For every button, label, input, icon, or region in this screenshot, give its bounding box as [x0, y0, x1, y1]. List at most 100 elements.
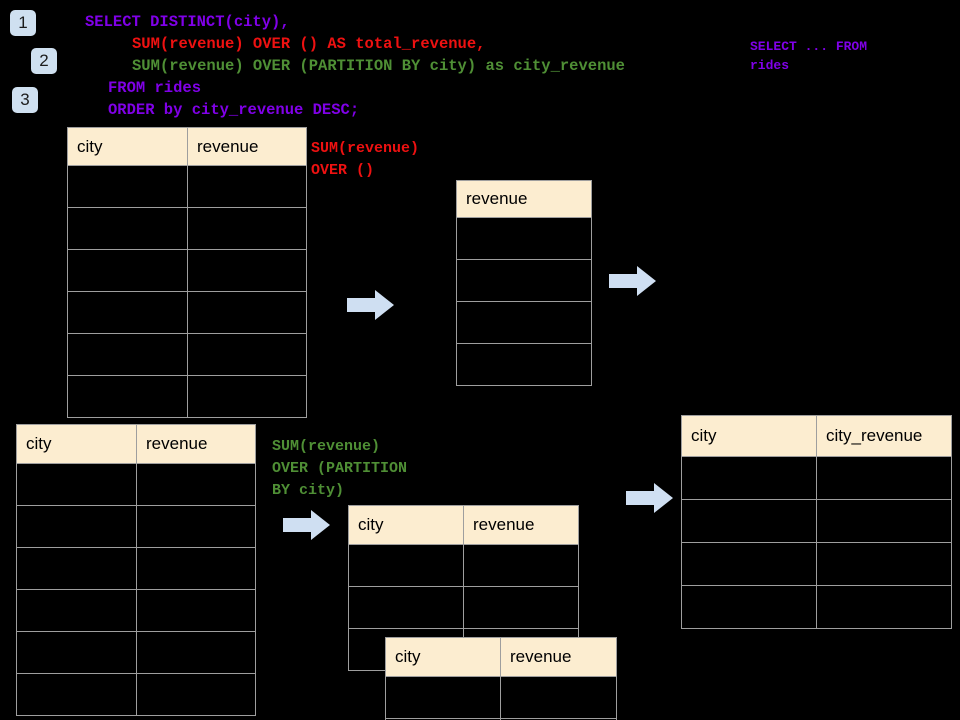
table-row [16, 505, 256, 548]
cell-revenue [187, 249, 307, 292]
cell-revenue [500, 676, 617, 719]
cell-revenue [187, 207, 307, 250]
cell-city [67, 165, 188, 208]
cell-revenue [136, 589, 256, 632]
cell-revenue [136, 673, 256, 716]
cell-revenue [500, 718, 617, 720]
table-row [681, 585, 952, 629]
table-row [16, 589, 256, 632]
table-row [67, 207, 307, 250]
column-header-city: city [67, 127, 188, 166]
column-header-revenue: revenue [136, 424, 256, 464]
arrow-rides-to-total [347, 288, 395, 322]
table-row [456, 343, 592, 386]
cell-revenue [456, 343, 592, 386]
column-header-revenue: revenue [500, 637, 617, 677]
step-badge-2: 2 [31, 48, 57, 74]
cell-revenue [187, 165, 307, 208]
table-row [348, 544, 579, 587]
sql-line-city-revenue: SUM(revenue) OVER (PARTITION BY city) as… [132, 57, 625, 75]
step-badge-1: 1 [10, 10, 36, 36]
cell-city [16, 673, 137, 716]
cell-revenue [456, 217, 592, 260]
table-row [681, 499, 952, 543]
cell-city [67, 333, 188, 376]
table-header-row: city city_revenue [681, 415, 952, 457]
table-row [348, 586, 579, 629]
table-row [681, 456, 952, 500]
cell-city [16, 589, 137, 632]
cell-city [681, 585, 817, 629]
cell-city [385, 676, 501, 719]
arrow-rides-to-partition [283, 508, 331, 542]
cell-revenue [463, 586, 579, 629]
table-header-row: city revenue [67, 127, 307, 166]
table-row [16, 547, 256, 590]
cell-city [16, 505, 137, 548]
table-row [385, 718, 617, 720]
annotation-sum-over-partition: SUM(revenue) OVER (PARTITION BY city) [272, 438, 408, 499]
cell-city-revenue [816, 456, 952, 500]
table-row [456, 259, 592, 302]
table-row [16, 631, 256, 674]
column-header-city-revenue: city_revenue [816, 415, 952, 457]
table-header-row: revenue [456, 180, 592, 218]
cell-revenue [136, 547, 256, 590]
table-row [16, 673, 256, 716]
table-header-row: city revenue [385, 637, 617, 677]
sql-line-total-revenue: SUM(revenue) OVER () AS total_revenue, [132, 35, 486, 53]
column-header-revenue: revenue [456, 180, 592, 218]
step-badge-3: 3 [12, 87, 38, 113]
cell-city [348, 544, 464, 587]
cell-city [67, 375, 188, 418]
cell-revenue [187, 291, 307, 334]
column-header-city: city [348, 505, 464, 545]
table-row [681, 542, 952, 586]
cell-revenue [187, 375, 307, 418]
cell-city [67, 291, 188, 334]
table-header-row: city revenue [16, 424, 256, 464]
cell-city [681, 499, 817, 543]
cell-city [16, 547, 137, 590]
cell-city [16, 463, 137, 506]
cell-city-revenue [816, 542, 952, 586]
partition-group-front-table: city revenue [385, 637, 617, 720]
sql-line-order-by: ORDER by city_revenue DESC; [108, 101, 360, 119]
cell-revenue [136, 631, 256, 674]
cell-city [67, 207, 188, 250]
cell-revenue [187, 333, 307, 376]
table-row [456, 217, 592, 260]
column-header-city: city [681, 415, 817, 457]
cell-revenue [456, 259, 592, 302]
cell-revenue [463, 544, 579, 587]
column-header-revenue: revenue [187, 127, 307, 166]
cell-city [681, 542, 817, 586]
column-header-revenue: revenue [463, 505, 579, 545]
table-header-row: city revenue [348, 505, 579, 545]
annotation-sum-over-empty: SUM(revenue) OVER () [311, 140, 420, 179]
table-row [67, 165, 307, 208]
cell-city-revenue [816, 499, 952, 543]
side-note-select-from-rides: SELECT ... FROM rides [750, 39, 868, 73]
arrow-partition-to-final [626, 481, 674, 515]
table-row [67, 291, 307, 334]
table-row [67, 333, 307, 376]
table-row [67, 249, 307, 292]
sql-line-from: FROM rides [108, 79, 202, 97]
total-revenue-result-table: revenue [456, 180, 592, 386]
cell-revenue [136, 463, 256, 506]
cell-city [681, 456, 817, 500]
cell-city [67, 249, 188, 292]
rides-source-bottom-table: city revenue [16, 424, 256, 716]
cell-city-revenue [816, 585, 952, 629]
column-header-city: city [385, 637, 501, 677]
city-revenue-result-table: city city_revenue [681, 415, 952, 629]
rides-source-top-table: city revenue [67, 127, 307, 418]
table-row [456, 301, 592, 344]
table-row [385, 676, 617, 719]
table-row [67, 375, 307, 418]
cell-city [16, 631, 137, 674]
column-header-city: city [16, 424, 137, 464]
sql-line-select: SELECT DISTINCT(city), [85, 13, 290, 31]
